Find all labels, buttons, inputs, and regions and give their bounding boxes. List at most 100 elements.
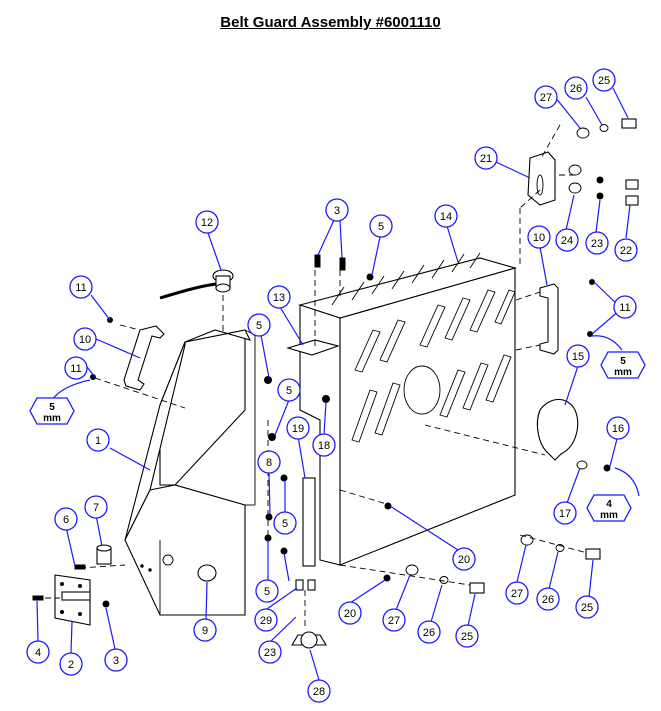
callout-2: 2 — [59, 652, 83, 676]
callout-label: 28 — [313, 686, 325, 698]
callout-26-bottom-right: 26 — [536, 587, 560, 611]
callout-14: 14 — [434, 204, 458, 228]
callout-28: 28 — [307, 679, 331, 703]
callout-label: 5 — [286, 385, 292, 397]
callout-23-top: 23 — [585, 231, 609, 255]
callout-label: 18 — [318, 440, 330, 452]
callout-16: 16 — [606, 416, 630, 440]
callout-20-bottom: 20 — [338, 601, 362, 625]
callout-label: 16 — [612, 423, 624, 435]
callout-7: 7 — [84, 495, 108, 519]
callout-21: 21 — [474, 146, 498, 170]
callout-29: 29 — [254, 608, 278, 632]
hex-tag-5mm-right: 5 mm — [600, 351, 646, 379]
callout-6: 6 — [54, 507, 78, 531]
callout-label: 21 — [480, 153, 492, 165]
callout-5-bottom: 5 — [255, 579, 279, 603]
callout-27-top: 27 — [534, 85, 558, 109]
diagram-title: Belt Guard Assembly #6001110 — [220, 14, 441, 31]
callout-26-top: 26 — [564, 76, 588, 100]
callout-label: 13 — [273, 292, 285, 304]
callout-25-bottom-right: 25 — [575, 595, 599, 619]
callout-26-bottom: 26 — [417, 620, 441, 644]
callout-label: 5 — [282, 518, 288, 530]
callout-25-bottom: 25 — [455, 624, 479, 648]
callout-3-top: 3 — [325, 198, 349, 222]
callout-label: 20 — [458, 554, 470, 566]
callout-label: 26 — [542, 594, 554, 606]
callout-10-left: 10 — [73, 327, 97, 351]
callout-label: 10 — [533, 232, 545, 244]
latch-12 — [159, 269, 234, 300]
callout-label: 11 — [75, 282, 86, 294]
callout-label: 12 — [201, 217, 213, 229]
callout-5-lower: 5 — [273, 511, 297, 535]
callout-label: 10 — [79, 334, 91, 346]
hex-tag-unit: mm — [600, 510, 618, 521]
callout-label: 15 — [572, 351, 584, 363]
callout-23-bottom: 23 — [258, 640, 282, 664]
hex-tag-size: 5 — [620, 356, 626, 367]
callout-10-right: 10 — [527, 225, 551, 249]
callout-22: 22 — [614, 238, 638, 262]
callout-18: 18 — [312, 433, 336, 457]
callout-label: 7 — [93, 502, 99, 514]
callout-label: 29 — [260, 615, 272, 627]
hex-tag-4mm: 4 mm — [586, 494, 632, 522]
callout-24: 24 — [555, 228, 579, 252]
callout-8: 8 — [257, 450, 281, 474]
callout-5-top: 5 — [369, 214, 393, 238]
callout-label: 22 — [620, 245, 632, 257]
callout-12: 12 — [195, 210, 219, 234]
callout-9: 9 — [193, 618, 217, 642]
callout-label: 8 — [266, 457, 272, 469]
callout-label: 1 — [95, 435, 101, 447]
callout-25-top: 25 — [592, 68, 616, 92]
callout-label: 17 — [559, 508, 571, 520]
callout-17: 17 — [553, 501, 577, 525]
knob-9 — [197, 564, 217, 582]
callout-label: 14 — [440, 211, 452, 223]
callout-label: 5 — [256, 320, 262, 332]
callout-19: 19 — [286, 416, 310, 440]
callout-label: 20 — [344, 608, 356, 620]
callout-label: 6 — [63, 514, 69, 526]
hex-tag-size: 5 — [49, 402, 55, 413]
callout-label: 9 — [202, 625, 208, 637]
callout-label: 11 — [619, 302, 630, 314]
plate-13 — [286, 339, 340, 356]
callout-label: 26 — [570, 83, 582, 95]
callout-label: 2 — [68, 659, 74, 671]
bumper-7 — [96, 544, 112, 565]
hex-tag-5mm-left: 5 mm — [29, 397, 75, 425]
handle-10-left — [123, 325, 165, 391]
callout-label: 24 — [561, 235, 573, 247]
callout-15: 15 — [566, 344, 590, 368]
left-guard-body — [124, 329, 256, 616]
callout-label: 4 — [35, 647, 41, 659]
hex-tag-unit: mm — [614, 367, 632, 378]
callout-label: 11 — [70, 363, 81, 375]
hinge-2 — [54, 574, 91, 626]
callout-20-right: 20 — [452, 547, 476, 571]
hex-tag-unit: mm — [43, 413, 61, 424]
callout-4: 4 — [26, 640, 50, 664]
wrench-size-tags: 5 mm 5 mm 4 mm — [29, 351, 646, 522]
hardware — [32, 118, 639, 608]
callout-label: 25 — [598, 75, 610, 87]
callout-label: 5 — [378, 221, 384, 233]
callout-3-bottom: 3 — [104, 648, 128, 672]
callout-bubbles: 27 26 25 21 24 23 22 3 5 14 12 10 11 11 … — [26, 68, 638, 703]
hex-tag-size: 4 — [606, 499, 612, 510]
leader-lines — [36, 87, 640, 681]
callout-label: 25 — [461, 631, 473, 643]
strap-19 — [302, 477, 316, 567]
bearing-28 — [291, 631, 327, 649]
callout-13: 13 — [267, 285, 291, 309]
main-guard-panel — [298, 252, 518, 566]
callout-27-bottom: 27 — [382, 608, 406, 632]
callout-label: 19 — [292, 423, 304, 435]
callout-11-right: 11 — [613, 295, 637, 319]
callout-label: 27 — [511, 588, 523, 600]
